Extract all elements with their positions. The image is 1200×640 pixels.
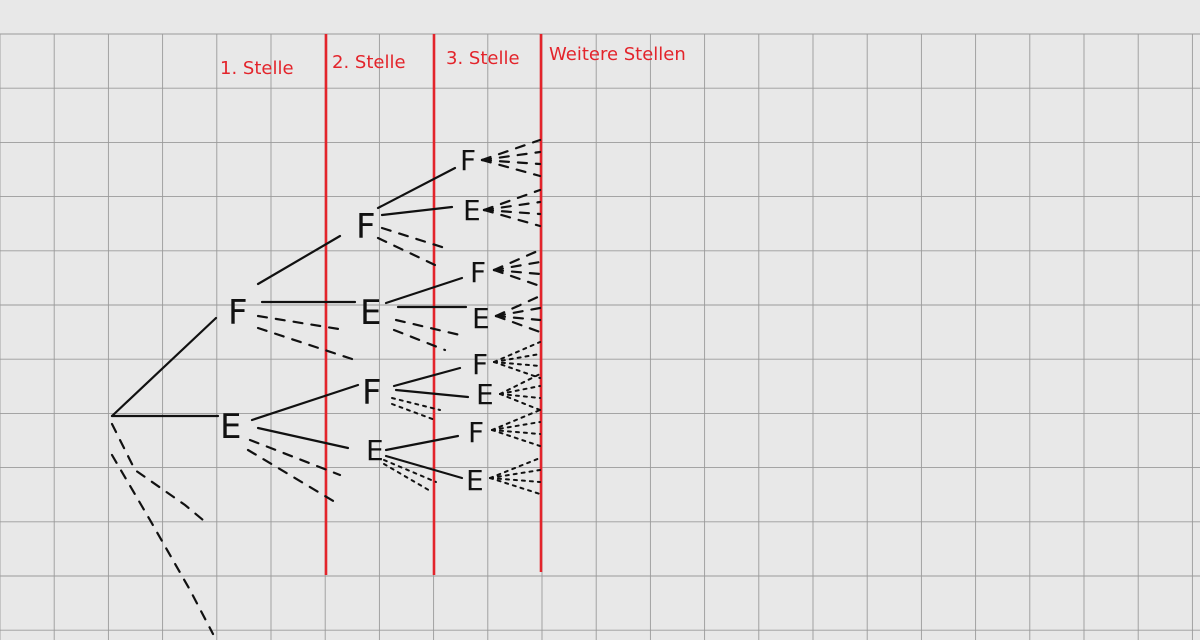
fanout-edge-2-1: [492, 260, 542, 272]
fanout-edge-7-1: [489, 469, 541, 479]
header-stelle-1: 1. Stelle: [220, 58, 294, 79]
edge-l2c-dot-1: [391, 397, 441, 411]
node-l2-b: E: [360, 293, 381, 333]
edge-root-dashed-2: [110, 453, 215, 636]
fanout-edge-5-2: [499, 393, 541, 399]
fanout-edge-6-2: [491, 429, 541, 435]
edge-l2b-dash-2: [392, 328, 447, 352]
fanout-edge-3-2: [494, 314, 542, 322]
node-l3-e: F: [472, 348, 488, 381]
edge-l1E-dash-2: [246, 448, 342, 507]
edge-l1E-dash-1: [248, 438, 342, 477]
node-l3-d: E: [472, 302, 490, 335]
edge-root-dashed-1: [110, 422, 205, 522]
fanout-edge-5-0: [499, 373, 541, 395]
fanout-edge-0-0: [480, 138, 542, 162]
header-weitere-stellen: Weitere Stellen: [549, 44, 686, 65]
fanout-edge-5-3: [499, 393, 541, 411]
node-l1-bottom: E: [220, 407, 241, 447]
edge-l2b-dash-1: [394, 318, 462, 337]
fanout-edge-7-2: [489, 477, 541, 483]
fanout-edge-1-3: [482, 208, 542, 228]
node-l3-c: F: [470, 256, 486, 289]
edge-l2a-l3a: [376, 166, 457, 210]
fanout-edge-0-2: [480, 158, 542, 166]
edge-l1F-dash-2: [256, 326, 357, 362]
fanout-edge-6-0: [491, 409, 541, 431]
fanout-edge-4-3: [493, 361, 541, 379]
edge-root-F: [110, 316, 218, 418]
edge-l2c-l3f: [394, 388, 470, 399]
edge-l1E-l2F: [250, 383, 360, 422]
node-l3-h: E: [466, 464, 484, 497]
fanout-edge-2-3: [492, 268, 542, 288]
fanout-edge-0-1: [480, 150, 542, 162]
edge-l2c-l3e: [392, 366, 462, 388]
header-stelle-2: 2. Stelle: [332, 52, 406, 73]
fanout-edge-6-3: [491, 429, 541, 447]
grid-lines: [0, 33, 1200, 640]
edge-l2a-dash-1: [380, 226, 447, 250]
edge-l2b-l3c: [384, 276, 464, 305]
edge-l2d-l3h: [384, 454, 464, 480]
fanout-edge-3-0: [494, 294, 542, 318]
edge-l2d-dot-1: [383, 459, 437, 483]
fanout-edge-1-1: [482, 200, 542, 212]
node-l2-c: F: [362, 373, 382, 413]
node-l3-f: E: [476, 378, 494, 411]
edge-l1F-dash-1: [256, 314, 347, 332]
fanout-edge-4-1: [493, 353, 541, 363]
node-l3-g: F: [468, 416, 484, 449]
fanout-edge-1-2: [482, 208, 542, 216]
edge-l2a-l3b: [380, 205, 454, 217]
edge-l2c-dot-2: [391, 403, 436, 421]
edge-l2d-dot-2: [383, 463, 433, 493]
node-l1-top: F: [228, 293, 248, 333]
node-l3-b: E: [463, 194, 481, 227]
fanout-edge-6-1: [491, 421, 541, 431]
continuation-fanouts: [480, 138, 542, 495]
edge-l1F-l2F: [256, 234, 342, 286]
edge-l2d-l3g: [384, 434, 460, 452]
fanout-edge-7-0: [489, 457, 541, 479]
fanout-edge-4-0: [493, 341, 541, 363]
node-l3-a: F: [460, 144, 476, 177]
fanout-edge-7-3: [489, 477, 541, 495]
fanout-edge-3-1: [494, 306, 542, 318]
fanout-edge-5-1: [499, 385, 541, 395]
fanout-edge-4-2: [493, 361, 541, 367]
edge-l2a-dash-2: [376, 236, 437, 267]
fanout-edge-0-3: [480, 158, 542, 178]
node-l2-d: E: [366, 434, 384, 467]
fanout-edge-1-0: [482, 188, 542, 212]
fanout-edge-2-0: [492, 248, 542, 272]
header-stelle-3: 3. Stelle: [446, 48, 520, 69]
fanout-edge-2-2: [492, 268, 542, 276]
fanout-edge-3-3: [494, 314, 542, 334]
node-l2-a: F: [356, 207, 376, 247]
edge-l1E-l2E: [256, 426, 350, 450]
